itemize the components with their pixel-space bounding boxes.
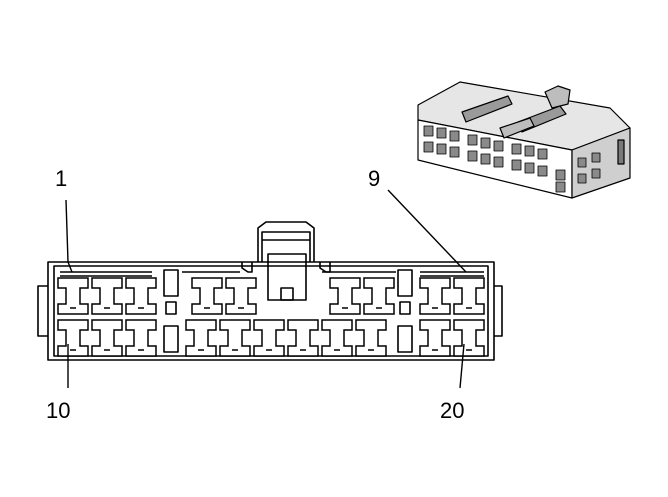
leader-line-pin-1 <box>65 199 73 273</box>
cavity-bottom-11 <box>453 319 485 357</box>
cavity-top-8 <box>419 277 451 315</box>
cavity-bottom-8 <box>321 319 353 357</box>
pin-label-20: 20 <box>440 398 464 423</box>
cavity-bottom-9 <box>355 319 387 357</box>
leader-lines <box>65 189 467 389</box>
cavity-top-6 <box>329 277 361 315</box>
pin-label-9: 9 <box>368 166 380 191</box>
separator <box>397 269 413 297</box>
cavity-bottom-2 <box>91 319 123 357</box>
cavity-bottom-7 <box>287 319 319 357</box>
cavity-bottom-4 <box>185 319 217 357</box>
leader-line-pin-9 <box>387 189 467 273</box>
cavity-top-3 <box>125 277 157 315</box>
separator <box>163 325 179 353</box>
center-key-square <box>280 287 294 301</box>
separator <box>397 325 413 353</box>
cavity-top-9 <box>453 277 485 315</box>
cavity-bottom-1 <box>57 319 89 357</box>
cavity-bottom-3 <box>125 319 157 357</box>
cavity-top-5 <box>225 277 257 315</box>
separator <box>163 269 179 297</box>
cavity-top-2 <box>91 277 123 315</box>
cavity-bottom-6 <box>253 319 285 357</box>
cavity-bottom-10 <box>419 319 451 357</box>
cavity-top-7 <box>363 277 395 315</box>
pin-label-10: 10 <box>46 398 70 423</box>
cavity-group <box>57 277 485 357</box>
connector-isometric-inset <box>417 81 631 199</box>
cavity-top-4 <box>191 277 223 315</box>
pin-label-1: 1 <box>55 166 67 191</box>
leader-line-pin-20 <box>459 343 465 389</box>
cavity-top-1 <box>57 277 89 315</box>
cavity-bottom-5 <box>219 319 251 357</box>
